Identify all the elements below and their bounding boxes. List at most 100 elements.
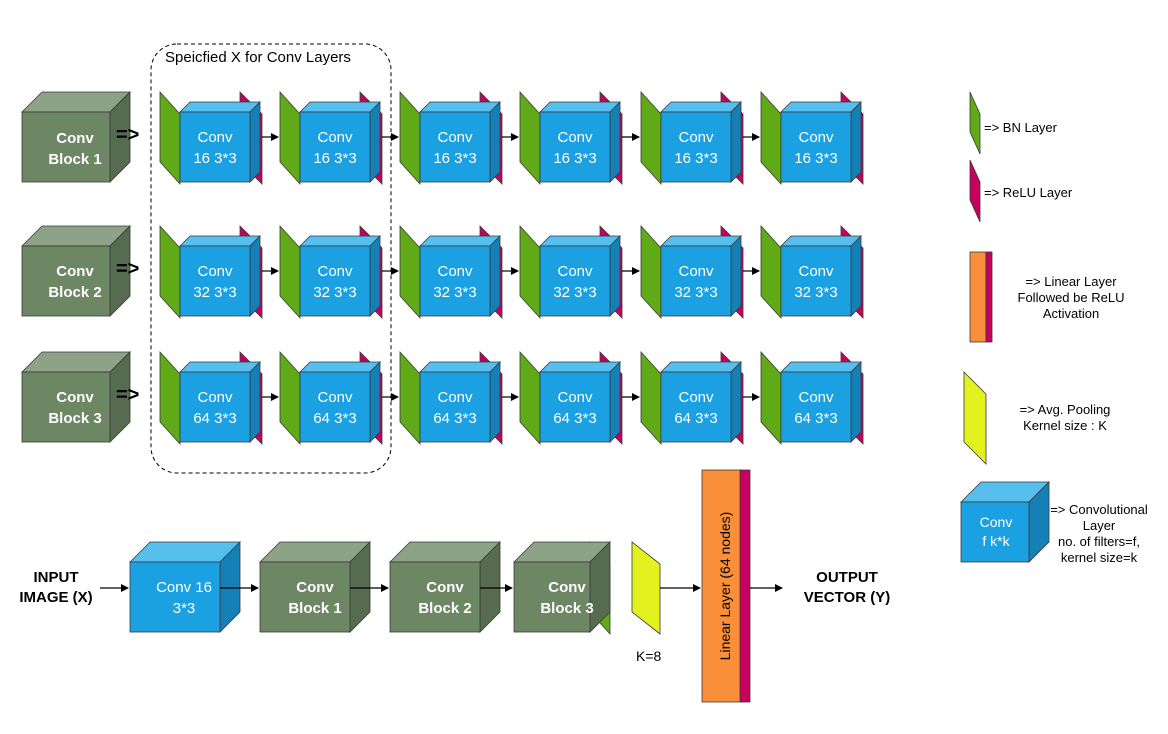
row3-conv-label-line1-1: Conv	[197, 389, 233, 406]
legend-linear-line3: Activation	[1042, 306, 1100, 321]
row3-conv-cube-4-side	[609, 361, 621, 443]
row1-conv-label-line1-2: Conv	[317, 129, 353, 146]
pipeline-block3-label: Conv Block 3	[522, 577, 612, 619]
row3-bn-slab-4	[519, 350, 541, 446]
row3-conv-label-line2-5: 64 3*3	[674, 410, 717, 427]
row1-conv-cube-4-front	[539, 111, 611, 183]
input-line1: INPUT	[33, 569, 79, 586]
row1-conv-cube-4-top	[539, 101, 621, 113]
legend-conv-cube-label: Conv f k*k	[961, 513, 1031, 551]
pipeline-block1-line1: Conv	[296, 579, 334, 596]
row1-conv-label-line2-1: 16 3*3	[193, 150, 236, 167]
row2-block-title-line1: Conv	[56, 263, 94, 280]
row3-conv-cube-2-top	[299, 361, 381, 373]
first-conv-label: Conv 16 3*3	[130, 577, 238, 619]
row2-conv-cube-3-front	[419, 245, 491, 317]
pipeline-block3-line2: Block 3	[540, 600, 594, 617]
legend-relu-label: => ReLU Layer	[984, 185, 1073, 200]
row2-equals-arrow: =>	[116, 258, 140, 280]
row3-block-label: Conv Block 3	[28, 387, 122, 429]
row3-conv-cube-4	[539, 361, 621, 443]
row3-conv-cube-6-side	[850, 361, 862, 443]
pipeline-block1-cube-front	[259, 561, 351, 633]
row2-conv-cube-6-top	[780, 235, 862, 247]
row3-conv-cube-3-side	[489, 361, 501, 443]
pipeline-block3-cube	[513, 541, 611, 633]
pipeline-first-conv-cube-front	[129, 561, 221, 633]
row3-conv-cube-3-top	[419, 361, 501, 373]
row1-conv-cube-6-side	[850, 101, 862, 183]
row3-conv-cube-1-front	[179, 371, 251, 443]
specified-x-box	[150, 43, 392, 474]
row3-bn-slab-2	[279, 350, 301, 446]
row1-conv-cube-3-top	[419, 101, 501, 113]
row2-conv-cube-3-top	[419, 235, 501, 247]
row2-block-cube	[21, 225, 131, 317]
pipeline-block3-line1: Conv	[548, 579, 586, 596]
row1-conv-cube-6-front	[780, 111, 852, 183]
row1-conv-cube-2-side	[369, 101, 381, 183]
row1-conv-cube-1	[179, 101, 261, 183]
legend-bn-slab	[969, 91, 981, 155]
row3-equals-arrow: =>	[116, 384, 140, 406]
row3-block-title-line2: Block 3	[48, 410, 102, 427]
row3-conv-label-line1-5: Conv	[678, 389, 714, 406]
row1-conv-label-line1-6: Conv	[798, 129, 834, 146]
row1-conv-label-line2-6: 16 3*3	[794, 150, 837, 167]
row1-conv-label-line1-4: Conv	[557, 129, 593, 146]
row1-conv-cube-4-side	[609, 101, 621, 183]
row3-conv-cube-5	[660, 361, 742, 443]
legend-conv-cube-line2: f k*k	[982, 533, 1010, 549]
row1-conv-cube-1-front	[179, 111, 251, 183]
row1-conv-cube-2-top	[299, 101, 381, 113]
row2-conv-cube-6	[780, 235, 862, 317]
row2-conv-label-line2-3: 32 3*3	[433, 284, 476, 301]
row1-conv-cube-1-side	[249, 101, 261, 183]
row1-equals-arrow: =>	[116, 124, 140, 146]
legend-linear-relu-strip	[985, 251, 993, 343]
row3-block-title-line1: Conv	[56, 389, 94, 406]
row1-bn-slab-6	[760, 90, 782, 186]
row2-conv-label-line2-5: 32 3*3	[674, 284, 717, 301]
row2-conv-label-line1-3: Conv	[437, 263, 473, 280]
row2-conv-cube-1-front	[179, 245, 251, 317]
row2-conv-label-line1-6: Conv	[798, 263, 834, 280]
row1-conv-cube-5-side	[730, 101, 742, 183]
linear-layer-label: Linear Layer (64 nodes)	[717, 511, 733, 661]
legend-bn-label: => BN Layer	[984, 120, 1057, 135]
row1-block-title-line1: Conv	[56, 130, 94, 147]
row2-conv-label-line1-2: Conv	[317, 263, 353, 280]
row3-conv-cube-3-front	[419, 371, 491, 443]
pipeline-block2-cube-front	[389, 561, 481, 633]
row2-conv-label-line2-4: 32 3*3	[553, 284, 596, 301]
row2-conv-cube-2	[299, 235, 381, 317]
row1-block-title-line2: Block 1	[48, 151, 102, 168]
row2-conv-cube-4-front	[539, 245, 611, 317]
row2-conv-label-line1-1: Conv	[197, 263, 233, 280]
row3-conv-cube-1-side	[249, 361, 261, 443]
row3-conv-cube-3	[419, 361, 501, 443]
row3-conv-label-line2-3: 64 3*3	[433, 410, 476, 427]
first-conv-line2: 3*3	[172, 600, 196, 617]
row3-conv-cube-2-side	[369, 361, 381, 443]
row2-conv-cube-5	[660, 235, 742, 317]
row1-block-cube-front	[21, 111, 111, 183]
row1-conv-cube-2-front	[299, 111, 371, 183]
row3-conv-cube-5-side	[730, 361, 742, 443]
row3-conv-cube-1	[179, 361, 261, 443]
row3-bn-slab-6	[760, 350, 782, 446]
row3-conv-cube-5-top	[660, 361, 742, 373]
row3-bn-slab-3	[399, 350, 421, 446]
row1-bn-slab-3	[399, 90, 421, 186]
row2-conv-cube-1-top	[179, 235, 261, 247]
row3-block-cube	[21, 351, 131, 443]
legend-conv-line3: no. of filters=f,	[1057, 534, 1140, 549]
output-vector-label: OUTPUT VECTOR (Y)	[792, 568, 902, 608]
row2-conv-cube-4-top	[539, 235, 621, 247]
legend-conv-label: => Convolutional Layer no. of filters=f,…	[1030, 502, 1168, 566]
row3-conv-label-line2-4: 64 3*3	[553, 410, 596, 427]
input-line2: IMAGE (X)	[19, 589, 93, 606]
output-line1: OUTPUT	[816, 569, 878, 586]
row2-conv-label-line1-5: Conv	[678, 263, 714, 280]
